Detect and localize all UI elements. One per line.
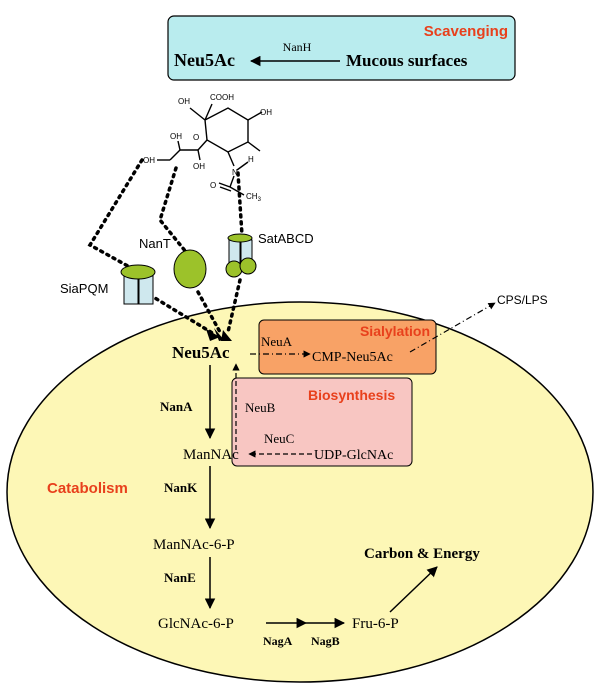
scavenging-product: Neu5Ac bbox=[174, 50, 235, 70]
nane-label: NanE bbox=[164, 570, 196, 585]
oh-chain2-label: OH bbox=[143, 156, 155, 165]
h-label: H bbox=[248, 155, 254, 164]
satabcd-dotted-path bbox=[236, 171, 244, 237]
cps-lps-label: CPS/LPS bbox=[497, 293, 548, 307]
nana-label: NanA bbox=[160, 399, 193, 414]
siapqm-transporter bbox=[120, 264, 156, 305]
uptake-arrowheads bbox=[206, 328, 232, 341]
catabolism-title: Catabolism bbox=[47, 480, 128, 497]
energy-arrow bbox=[389, 566, 438, 613]
naga-label: NagA bbox=[263, 634, 293, 648]
satabcd-transporter bbox=[225, 233, 257, 278]
neub-label: NeuB bbox=[245, 400, 276, 415]
udp-glcnac-label: UDP-GlcNAc bbox=[314, 448, 393, 463]
oh-ring-right-label: OH bbox=[260, 108, 272, 117]
satabcd-label: SatABCD bbox=[258, 231, 314, 246]
neua-label: NeuA bbox=[261, 334, 293, 349]
nant-label: NanT bbox=[139, 236, 171, 251]
scavenging-source: Mucous surfaces bbox=[346, 51, 468, 70]
mannac-label: ManNAc bbox=[183, 447, 239, 463]
oh-chain3-label: OH bbox=[193, 162, 205, 171]
nh-label: N bbox=[232, 168, 238, 177]
cps-lps-arrow bbox=[409, 302, 496, 353]
carbon-energy-label: Carbon & Energy bbox=[364, 546, 480, 562]
neu5ac-molecule-structure bbox=[157, 103, 263, 196]
neuc-label: NeuC bbox=[264, 431, 294, 446]
nant-to-neu5ac bbox=[196, 290, 222, 334]
oh-chain1-label: OH bbox=[170, 132, 182, 141]
uptake-paths bbox=[87, 158, 244, 336]
nank-label: NanK bbox=[164, 480, 198, 495]
nant-transporter bbox=[173, 249, 207, 289]
siapqm-to-neu5ac bbox=[148, 293, 216, 336]
neu5ac-molecule-labels: COOH OH O OH OH OH OH N H O CH3 bbox=[143, 93, 272, 203]
oh-top-label: OH bbox=[178, 97, 190, 106]
methyl-label: CH3 bbox=[246, 192, 262, 203]
biosynthesis-box: Biosynthesis NeuB NeuC UDP-GlcNAc bbox=[231, 377, 413, 467]
cell-body bbox=[6, 301, 594, 683]
cell-neu5ac-label: Neu5Ac bbox=[172, 343, 230, 362]
nant-dotted-path bbox=[158, 166, 188, 254]
biosynthesis-title: Biosynthesis bbox=[308, 387, 395, 403]
siapqm-dotted-path bbox=[87, 158, 144, 272]
fru6p-label: Fru-6-P bbox=[352, 616, 399, 632]
cooh-label: COOH bbox=[210, 93, 234, 102]
satabcd-to-neu5ac bbox=[226, 278, 242, 334]
scavenging-box: Scavenging Neu5Ac NanH Mucous surfaces bbox=[167, 15, 516, 81]
glcnac6p-label: GlcNAc-6-P bbox=[158, 616, 234, 632]
ring-oxygen-label: O bbox=[193, 133, 199, 142]
sialylation-title: Sialylation bbox=[360, 323, 430, 339]
sialylation-box: Sialylation CMP-Neu5Ac bbox=[258, 319, 437, 375]
mannac6p-label: ManNAc-6-P bbox=[153, 537, 235, 553]
sialylation-product: CMP-Neu5Ac bbox=[312, 350, 393, 365]
siapqm-label: SiaPQM bbox=[60, 281, 108, 296]
scavenging-title: Scavenging bbox=[424, 23, 508, 40]
scavenging-enzyme: NanH bbox=[283, 40, 312, 54]
acetyl-oxygen-label: O bbox=[210, 181, 216, 190]
nagb-label: NagB bbox=[311, 634, 340, 648]
